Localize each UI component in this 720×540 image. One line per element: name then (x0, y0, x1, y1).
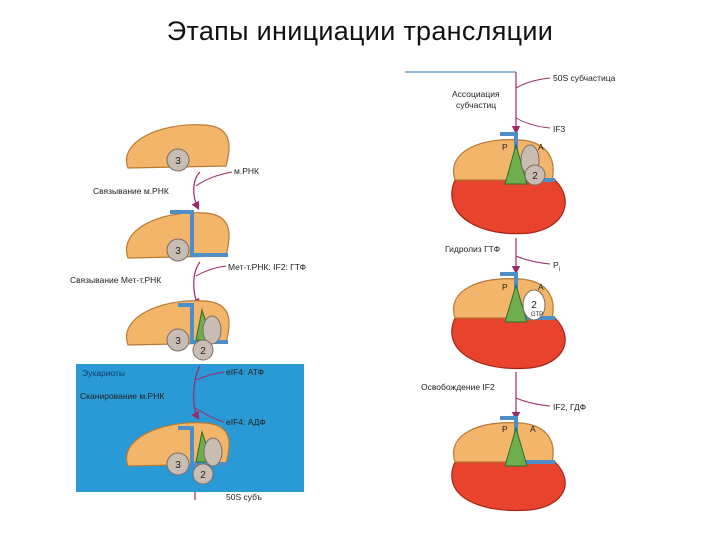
eif4-atp-label: eIF4: АТФ (226, 367, 264, 377)
met-trna-label: Мет-т.РНК: IF2: ГТФ (228, 262, 306, 272)
ribosome-1: 2 P A (451, 132, 566, 235)
eif4-adp-label: eIF4: АДФ (226, 417, 266, 427)
if3-label: IF3 (553, 124, 566, 134)
assoc-label-1: Ассоциация (452, 89, 500, 99)
arrow-2 (191, 261, 201, 308)
small-subunit-stage-2: 3 (125, 210, 230, 262)
arrow-euk-branch-1 (195, 371, 225, 381)
a-site-label: A (538, 282, 544, 292)
pi-letter: P (553, 260, 559, 270)
ribosome-3: P A (451, 416, 566, 512)
bind-met-label: Связывание Мет-т.РНК (70, 275, 161, 285)
mrna-label: м.РНК (234, 166, 259, 176)
subunit-3-label: 3 (175, 246, 181, 257)
scanning-label: Сканирование м.РНК (80, 391, 164, 401)
a-site-label: A (530, 424, 536, 434)
small-subunit-stage-1: 3 (125, 124, 230, 172)
s50-label: 50S субчастица (553, 73, 616, 83)
gtp-label: GTP (531, 312, 543, 318)
arrow-1-branch (195, 171, 233, 187)
arrow-euk-branch-2 (195, 407, 225, 423)
p-site-label: P (502, 424, 508, 434)
bind-mrna-label: Связывание м.РНК (93, 186, 169, 196)
subunit-3-label: 3 (175, 460, 181, 471)
page-title: Этапы инициации трансляции (166, 16, 554, 46)
arrow-r1-branch-2 (515, 117, 551, 129)
p-site-label: P (502, 142, 508, 152)
a-site-label: A (538, 142, 544, 152)
arrow-r1-branch-1 (515, 77, 551, 89)
subunit-3-label: 3 (175, 336, 181, 347)
partial-50s-label: 50S субъ (226, 492, 262, 502)
factor-2-label: 2 (200, 470, 206, 481)
pi-label: Pi (553, 260, 560, 273)
eukaryotes-label: Эукариоты (82, 368, 125, 378)
arrow-r2-branch (515, 255, 551, 265)
factor-2-label: 2 (200, 346, 206, 357)
arrow-euk (191, 365, 201, 421)
arrow-1 (191, 171, 201, 211)
small-subunit-stage-3: 3 2 (125, 300, 230, 361)
factor-2-label: 2 (531, 300, 537, 311)
small-subunit-stage-4: 3 2 (125, 422, 230, 485)
arrow-r3-branch (515, 397, 551, 407)
arrow-2-branch (195, 265, 227, 277)
assoc-label-2: субчастиц (456, 100, 496, 110)
subunit-3-label: 3 (175, 156, 181, 167)
factor-2-label: 2 (532, 171, 538, 182)
ribosome-2: 2 GTP P A (451, 272, 566, 370)
if2-gdf-label: IF2, ГДФ (553, 402, 586, 412)
p-site-label: P (502, 282, 508, 292)
pi-subscript: i (559, 267, 560, 273)
release-label: Освобождение IF2 (421, 382, 495, 392)
hydrolysis-label: Гидролиз ГТФ (445, 244, 500, 254)
